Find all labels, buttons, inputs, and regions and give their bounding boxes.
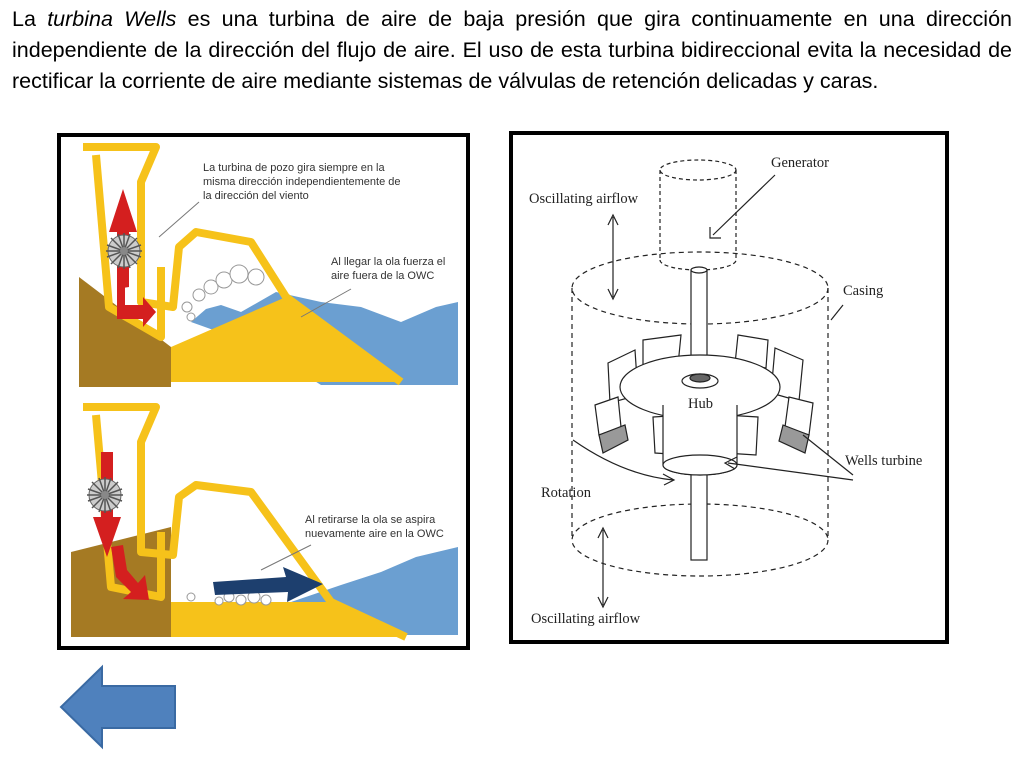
seabed-ramp-icon	[171, 297, 401, 382]
oscillating-airflow-top-arrow-icon	[607, 213, 619, 301]
callout-leaders	[572, 174, 854, 486]
turbine-wheel-icon	[87, 477, 123, 513]
duct-icon	[83, 143, 404, 386]
hub-label: Hub	[688, 396, 713, 412]
wave-note-leader-line	[300, 288, 352, 318]
top-turbine-note: La turbina de pozo gira siempre en la mi…	[203, 162, 404, 202]
oscillating-airflow-bottom-label: Oscillating airflow	[531, 611, 641, 627]
rotation-label: Rotation	[541, 485, 592, 501]
oscillating-airflow-bottom-arrow-icon	[597, 526, 609, 609]
bottom-wave-note: Al retirarse la ola se aspira nuevamente…	[305, 514, 444, 540]
top-note-line-3: la dirección del viento	[203, 190, 309, 202]
intro-term: turbina Wells	[47, 7, 177, 31]
top-note-line-2: misma dirección independientemente de	[203, 176, 401, 188]
note-leader-line	[158, 201, 200, 238]
top-note-line-1: La turbina de pozo gira siempre en la	[203, 162, 385, 174]
top-wave-note: Al llegar la ola fuerza el aire fuera de…	[331, 256, 448, 282]
air-bubbles-icon	[181, 264, 265, 322]
wells-turbine-label: Wells turbine	[845, 453, 922, 469]
flow-arrow-icon	[213, 567, 323, 602]
wells-turbine-diagram: Generator Oscillating airflow Casing Hub…	[529, 155, 922, 627]
seabed-rock-icon	[79, 277, 171, 387]
top-wave-line-1: Al llegar la ola fuerza el	[331, 256, 445, 268]
air-bubbles-icon	[186, 590, 272, 606]
intro-text-rest: es una turbina de aire de baja presión q…	[12, 7, 1012, 93]
oscillating-airflow-top-label: Oscillating airflow	[529, 191, 639, 207]
duct-icon	[83, 403, 408, 641]
intro-paragraph: La turbina Wells es una turbina de aire …	[12, 4, 1012, 97]
generator-cylinder-icon	[659, 159, 737, 271]
owc-diagram: La turbina de pozo gira siempre en la mi…	[71, 143, 458, 641]
owc-diagram-panel: La turbina de pozo gira siempre en la mi…	[57, 133, 470, 650]
bottom-wave-line-1: Al retirarse la ola se aspira	[305, 514, 436, 526]
flow-note-leader-line	[260, 544, 312, 571]
turbine-wheel-icon	[106, 233, 142, 269]
intro-text-start: La	[12, 7, 48, 31]
left-arrow-icon	[59, 664, 176, 750]
casing-label: Casing	[843, 283, 883, 299]
owc-top-diagram: La turbina de pozo gira siempre en la mi…	[79, 143, 458, 387]
generator-label: Generator	[771, 155, 829, 171]
water-icon	[291, 547, 458, 635]
bottom-wave-line-2: nuevamente aire en la OWC	[305, 528, 444, 540]
top-wave-line-2: aire fuera de la OWC	[331, 270, 434, 282]
wells-turbine-panel: Generator Oscillating airflow Casing Hub…	[509, 131, 949, 644]
bend-arrow-icon	[111, 545, 149, 600]
duct-inner-icon	[92, 154, 165, 341]
hub-icon	[619, 354, 781, 476]
back-button[interactable]	[58, 664, 178, 750]
down-arrow-icon	[117, 277, 156, 327]
owc-bottom-diagram: Al retirarse la ola se aspira nuevamente…	[71, 403, 458, 641]
